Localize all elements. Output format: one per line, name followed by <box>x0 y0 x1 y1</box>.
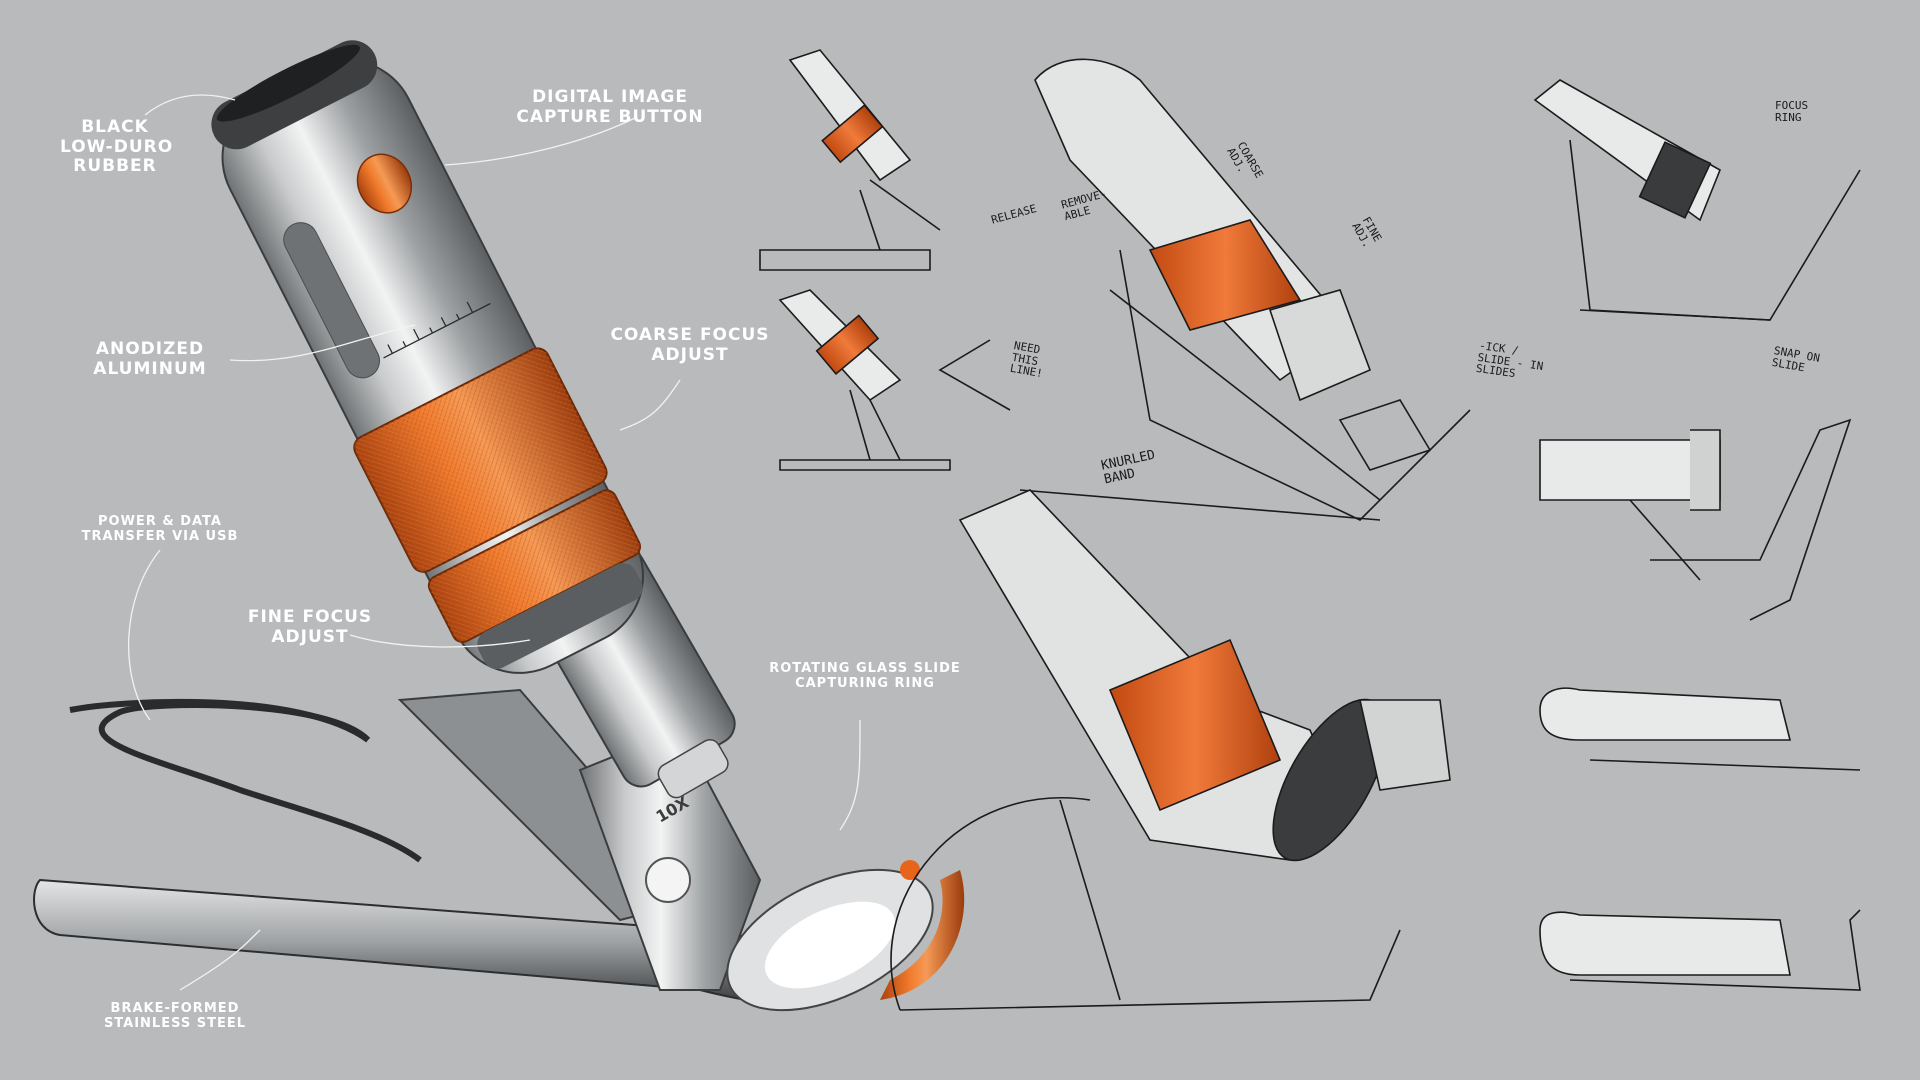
sketch-side-views <box>1533 79 1861 991</box>
callout-capture-button: DIGITAL IMAGE CAPTURE BUTTON <box>516 87 704 127</box>
callout-leaders <box>128 94 861 991</box>
note-need-this-line: NEED THIS LINE! <box>1008 339 1044 381</box>
callout-brake-formed: BRAKE-FORMED STAINLESS STEEL <box>103 1001 247 1031</box>
lens-knob <box>645 857 691 903</box>
sketch-stacked-stands <box>759 49 1011 471</box>
callout-rotating-ring: ROTATING GLASS SLIDE CAPTURING RING <box>769 661 961 691</box>
callout-fine-focus: FINE FOCUS ADJUST <box>247 607 373 647</box>
callout-coarse-focus: COARSE FOCUS ADJUST <box>610 325 770 365</box>
callout-anodized-aluminum: ANODIZED ALUMINUM <box>93 339 207 379</box>
usb-cable <box>98 702 422 863</box>
rendered-microscope <box>33 40 965 1012</box>
sketch-upright-microscope <box>1019 58 1471 521</box>
callout-power-usb: POWER & DATA TRANSFER VIA USB <box>81 514 239 544</box>
sketch-angled-microscope <box>890 489 1451 1011</box>
capture-button <box>356 153 413 214</box>
note-focus-ring: FOCUS RING <box>1775 99 1809 124</box>
grip-window <box>283 222 381 379</box>
callout-black-rubber: BLACK LOW-DURO RUBBER <box>60 117 174 177</box>
